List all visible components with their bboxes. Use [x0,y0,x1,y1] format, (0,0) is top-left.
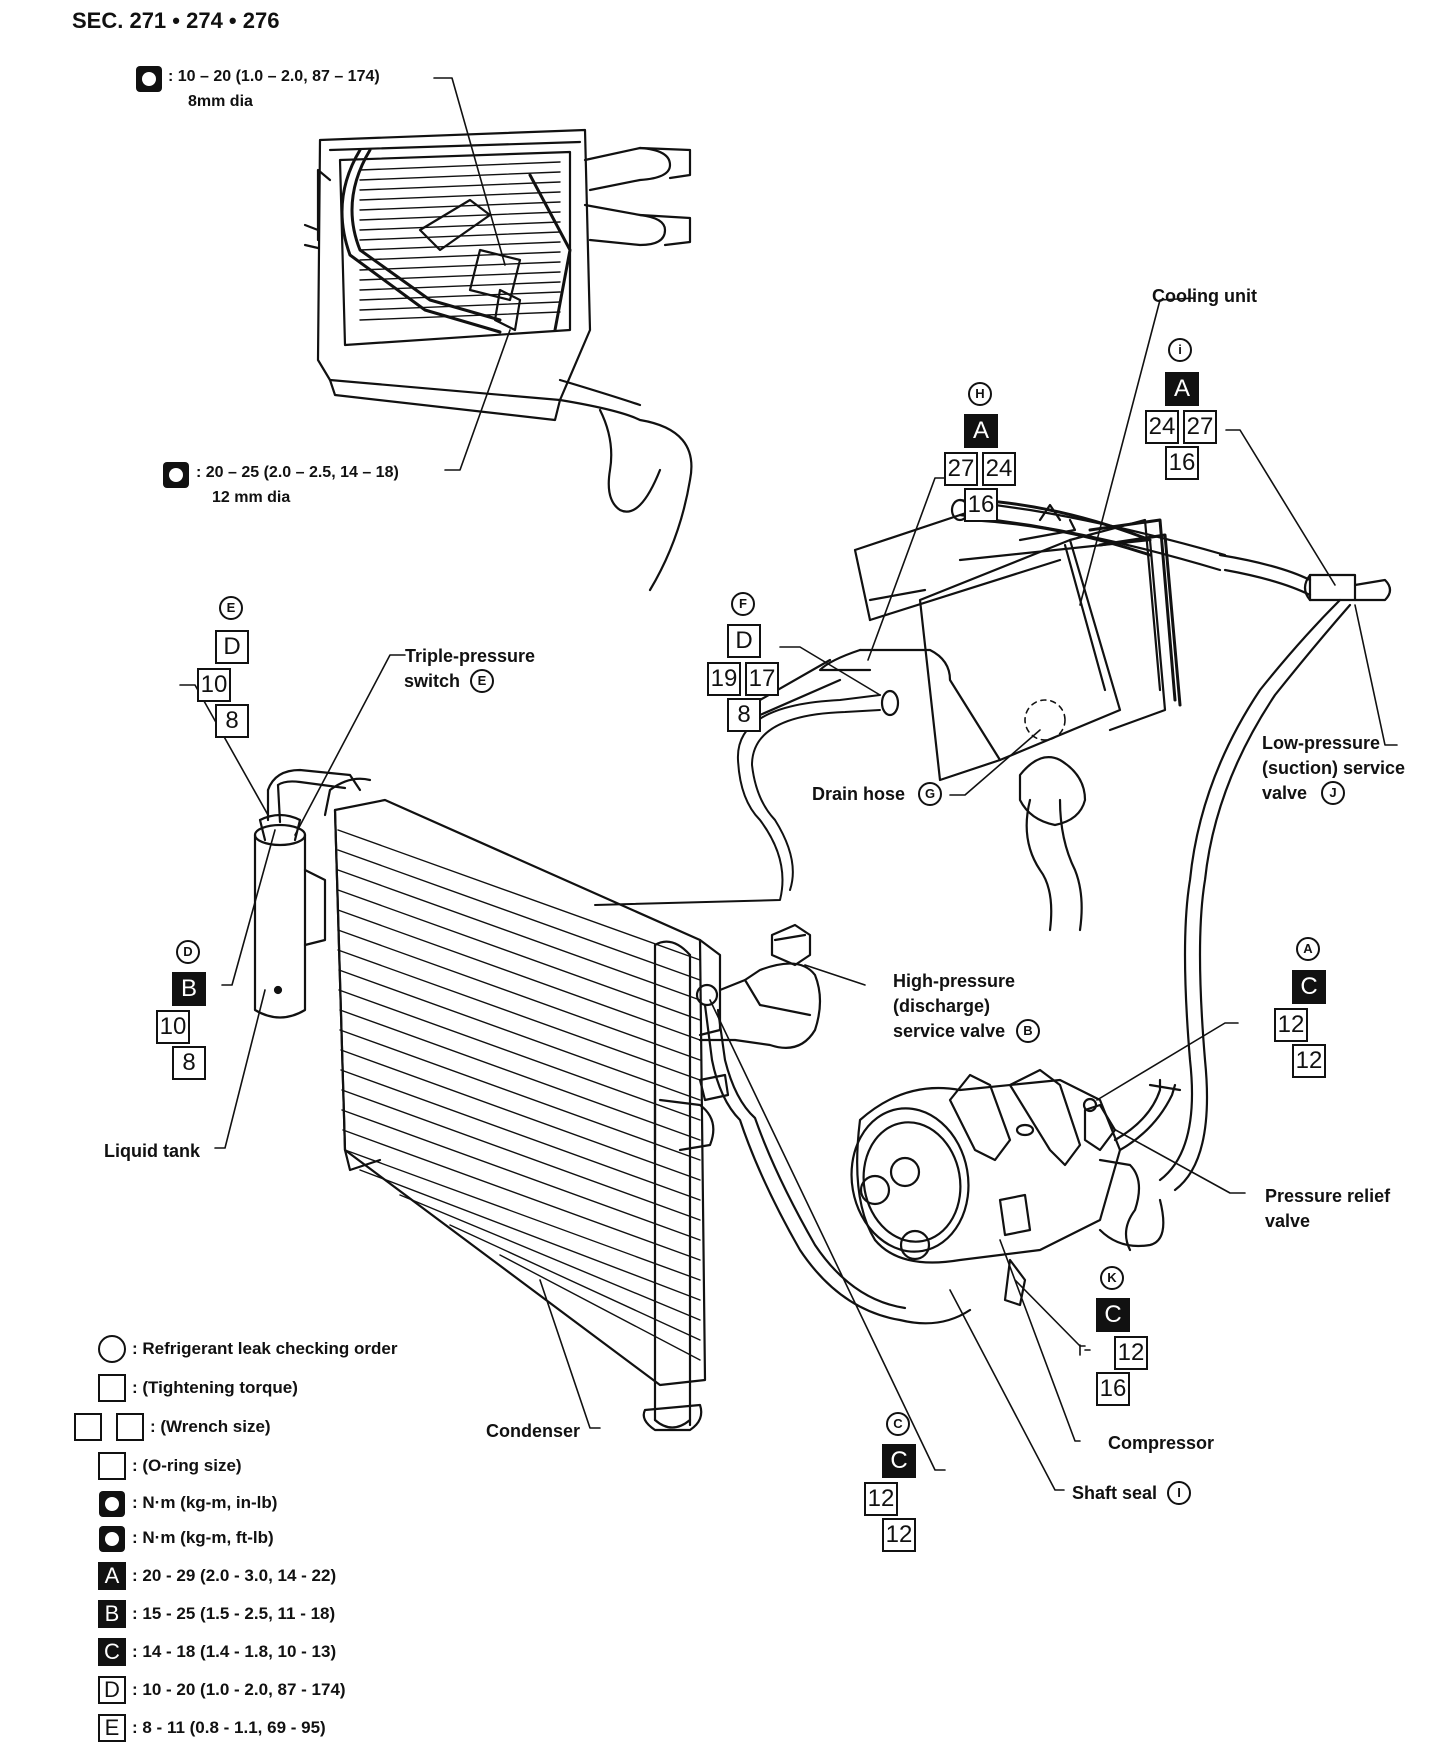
label-high-pressure-2: (discharge) [893,996,991,1016]
highp-ref-marker: B [1016,1019,1040,1043]
callout-f-marker: F [731,592,755,616]
label-high-pressure-1: High-pressure [893,971,1016,991]
label-low-pressure-3: valve [1262,783,1308,803]
callout-h-oring: 16 [964,488,998,522]
legend-key-a: A [98,1562,126,1590]
callout-a-oring: 12 [1292,1044,1326,1078]
callout-d-marker: D [176,940,200,964]
callout-d-torque: B [172,972,206,1006]
legend-circle-icon [98,1335,126,1363]
callout-h-marker: H [968,382,992,406]
switch-ref-marker: E [470,669,494,693]
compressor-drawing [850,1068,1182,1307]
callout-f-wrench-1: 19 [707,662,741,696]
callout-e-torque: D [215,630,249,664]
label-low-pressure-2: (suction) service [1262,758,1406,778]
label-cooling-unit: Cooling unit [1152,286,1257,306]
callout-i-marker: i [1168,338,1192,362]
evaporator-unit-drawing [303,128,693,592]
callout-h-torque: A [964,414,998,448]
callout-a-marker: A [1296,937,1320,961]
liquid-tank-drawing [253,768,362,1019]
label-triple-pressure-2: switch [404,671,461,691]
legend-wrench-size: : (Wrench size) [150,1417,271,1436]
shaft-ref-marker: I [1167,1481,1191,1505]
callout-k-torque: C [1096,1298,1130,1332]
callout-k-marker: K [1100,1266,1124,1290]
callout-k-wrench: 12 [1114,1336,1148,1370]
label-drain-hose: Drain hose [812,784,906,804]
callout-e-marker: E [219,596,243,620]
upper-torque-dia: 8mm dia [188,93,253,110]
cooling-unit-drawing [758,498,1392,1192]
label-high-pressure-3: service valve [893,1021,1006,1041]
callout-f-oring: 8 [727,698,761,732]
legend-key-d: D [98,1676,126,1704]
callout-e-oring: 8 [215,704,249,738]
callout-c-torque: C [882,1444,916,1478]
callout-i-wrench-2: 27 [1183,410,1217,444]
lower-torque-dia: 12 mm dia [212,489,291,506]
callout-c-marker: C [886,1412,910,1436]
legend-leak-order: : Refrigerant leak checking order [132,1339,398,1358]
wrench-ftlb-icon [163,462,189,488]
callout-a-wrench: 12 [1274,1008,1308,1042]
label-low-pressure-1: Low-pressure [1262,733,1381,753]
legend-nm-ftlb: : N·m (kg-m, ft-lb) [132,1528,274,1547]
legend-oring-size: : (O-ring size) [132,1456,242,1475]
lowp-ref-marker: J [1321,781,1345,805]
label-shaft-seal: Shaft seal [1072,1483,1158,1503]
lower-torque-spec: : 20 – 25 (2.0 – 2.5, 14 – 18) [196,464,399,481]
label-pressure-relief-2: valve [1265,1211,1311,1231]
legend-value-c: : 14 - 18 (1.4 - 1.8, 10 - 13) [132,1642,337,1661]
label-liquid-tank: Liquid tank [104,1141,200,1161]
label-compressor: Compressor [1108,1433,1215,1453]
legend-value-a: : 20 - 29 (2.0 - 3.0, 14 - 22) [132,1566,337,1585]
legend-tightening: : (Tightening torque) [132,1378,298,1397]
legend-value-e: : 8 - 11 (0.8 - 1.1, 69 - 95) [132,1718,326,1737]
legend-wrench-ftlb-icon [99,1526,125,1552]
wrench-inlb-icon [136,66,162,92]
drain-ref-marker: G [918,782,942,806]
condenser-drawing [323,777,722,1432]
legend-box-icon [98,1374,126,1402]
callout-d-oring: 8 [172,1046,206,1080]
label-triple-pressure-1: Triple-pressure [405,646,536,666]
legend-wrench-box-2-icon [116,1413,144,1441]
legend-value-d: : 10 - 20 (1.0 - 2.0, 87 - 174) [132,1680,346,1699]
legend-key-c: C [98,1638,126,1666]
legend-value-b: : 15 - 25 (1.5 - 2.5, 11 - 18) [132,1604,336,1623]
legend-nm-inlb: : N·m (kg-m, in-lb) [132,1493,278,1512]
label-condenser: Condenser [486,1421,581,1441]
callout-f-wrench-2: 17 [745,662,779,696]
label-pressure-relief-1: Pressure relief [1265,1186,1391,1206]
callout-d-wrench: 10 [156,1010,190,1044]
legend-key-b: B [98,1600,126,1628]
callout-i-oring: 16 [1165,446,1199,480]
legend-key-e: E [98,1714,126,1742]
callout-c-oring: 12 [882,1518,916,1552]
callout-e-wrench: 10 [197,668,231,702]
callout-i-wrench-1: 24 [1145,410,1179,444]
callout-i-torque: A [1165,372,1199,406]
callout-h-wrench-2: 24 [982,452,1016,486]
upper-torque-spec: : 10 – 20 (1.0 – 2.0, 87 – 174) [168,68,380,85]
callout-f-torque: D [727,624,761,658]
section-header: SEC. 271 • 274 • 276 [72,8,280,33]
callout-h-wrench-1: 27 [944,452,978,486]
legend-oring-box-icon [98,1452,126,1480]
callout-c-wrench: 12 [864,1482,898,1516]
legend-wrench-box-1-icon [74,1413,102,1441]
callout-a-torque: C [1292,970,1326,1004]
callout-k-oring: 16 [1096,1372,1130,1406]
high-pressure-fitting-drawing [695,923,972,1325]
legend-wrench-inlb-icon [99,1491,125,1517]
